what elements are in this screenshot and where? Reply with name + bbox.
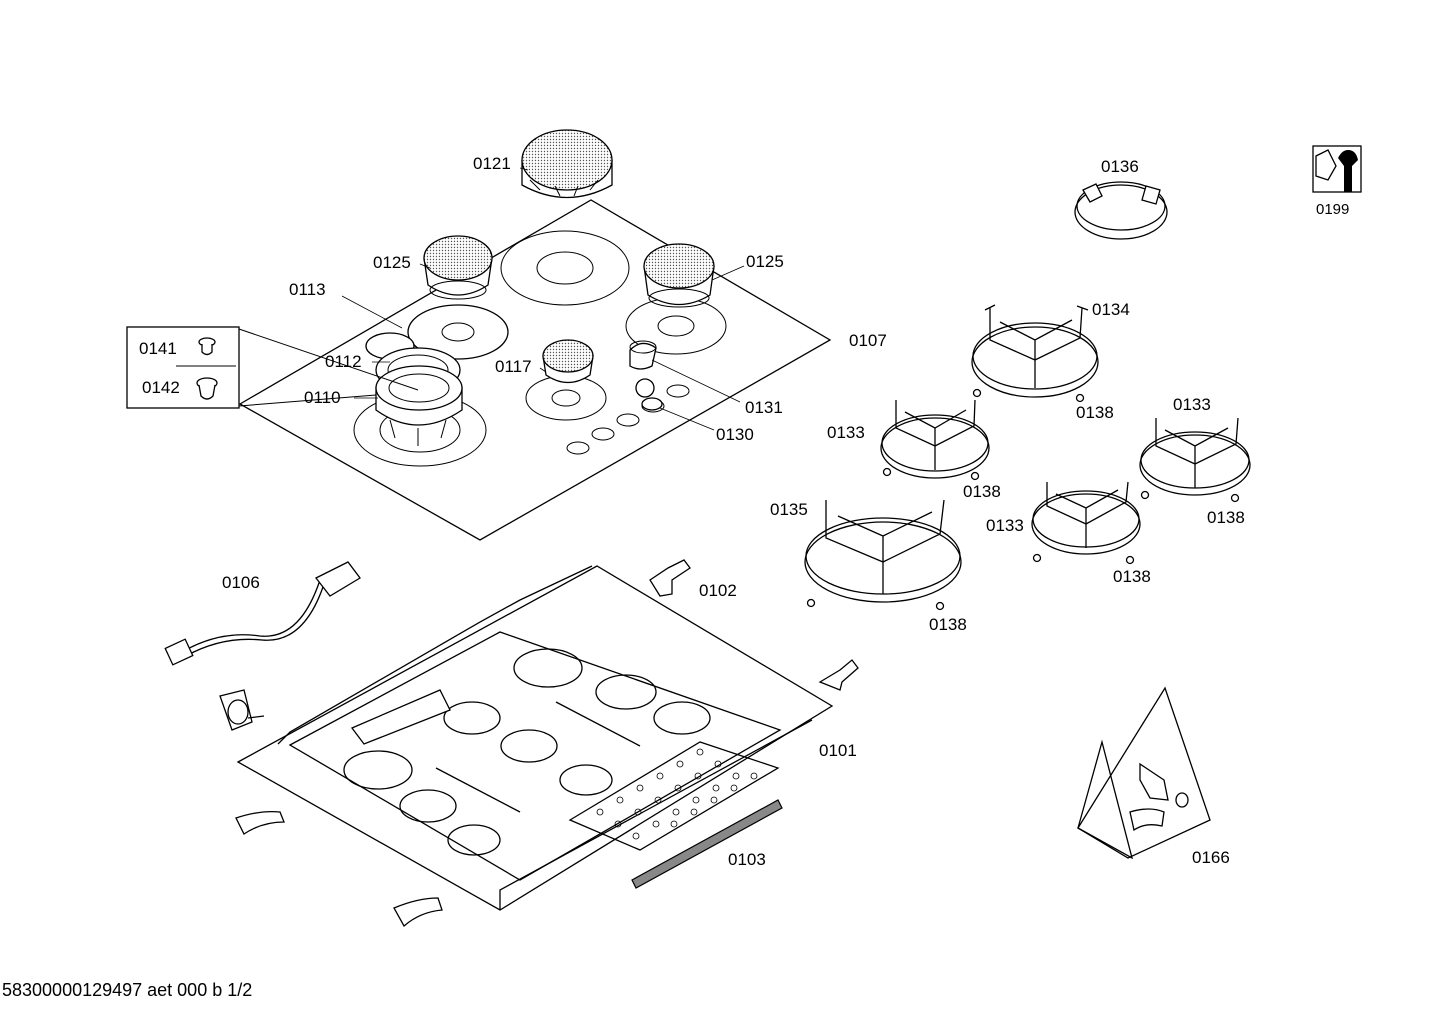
seal-strip: [631, 799, 783, 889]
gas-connector: [219, 689, 265, 731]
label-0133-a: 0133: [827, 423, 865, 442]
label-0133-b: 0133: [1173, 395, 1211, 414]
label-0135: 0135: [770, 500, 808, 519]
label-0113: 0113: [289, 280, 326, 299]
part-labels: 0121 0125 0125 0113 0112 0110 0117 0131 …: [139, 154, 1349, 869]
label-0103: 0103: [728, 850, 766, 869]
label-0142: 0142: [142, 378, 180, 397]
housing-tray: [236, 565, 834, 911]
burner-cap-small: [542, 339, 594, 384]
mounting-clamp: [235, 559, 859, 928]
pan-support-0133-left: [880, 399, 990, 479]
label-0138-a: 0138: [1076, 403, 1114, 422]
label-0166: 0166: [1192, 848, 1230, 867]
igniter-part: [635, 378, 663, 411]
label-0121: 0121: [473, 154, 511, 173]
document-code: 58300000129497 aet 000 b 1/2: [2, 980, 253, 1000]
label-0110: 0110: [304, 388, 341, 407]
label-0136: 0136: [1101, 157, 1139, 176]
label-0125-right: 0125: [746, 252, 784, 271]
inset-small-parts-box: [126, 326, 419, 409]
burner-spreader-0113: [407, 304, 509, 360]
rubber-feet: [806, 388, 1240, 611]
label-0107: 0107: [849, 331, 887, 350]
label-0134: 0134: [1092, 300, 1130, 319]
burner-cap-medium-right: [643, 243, 715, 308]
label-0101: 0101: [819, 741, 857, 760]
burner-cap-medium-left: [423, 235, 493, 300]
label-0138-d: 0138: [1113, 567, 1151, 586]
wok-burner: [365, 332, 463, 446]
leader-lines: [341, 167, 745, 431]
bushing-icon: [196, 377, 218, 400]
label-0141: 0141: [139, 339, 177, 358]
pan-support-0133-right: [1139, 417, 1251, 496]
label-0125-left: 0125: [373, 253, 411, 272]
label-0138-c: 0138: [1207, 508, 1245, 527]
burner-cap-large: [521, 129, 613, 199]
screw-icon: [198, 337, 216, 356]
label-0138-e: 0138: [929, 615, 967, 634]
label-0130: 0130: [716, 425, 754, 444]
pan-support-0134: [971, 304, 1099, 398]
pan-support-0133-centre: [1031, 481, 1141, 555]
label-0106: 0106: [222, 573, 260, 592]
wok-ring-support: [1074, 181, 1168, 240]
control-knob: [629, 340, 657, 370]
label-0131: 0131: [745, 398, 783, 417]
label-0133-c: 0133: [986, 516, 1024, 535]
vent-holes: [596, 748, 758, 840]
label-0138-b: 0138: [963, 482, 1001, 501]
label-0102: 0102: [699, 581, 737, 600]
label-0199: 0199: [1316, 201, 1349, 218]
label-0117: 0117: [495, 357, 532, 376]
accessory-bag: [1077, 686, 1211, 860]
power-cable: [164, 561, 361, 666]
pan-support-0135: [804, 499, 962, 603]
label-0112: 0112: [325, 352, 362, 371]
wrench-icon: [1312, 145, 1362, 193]
